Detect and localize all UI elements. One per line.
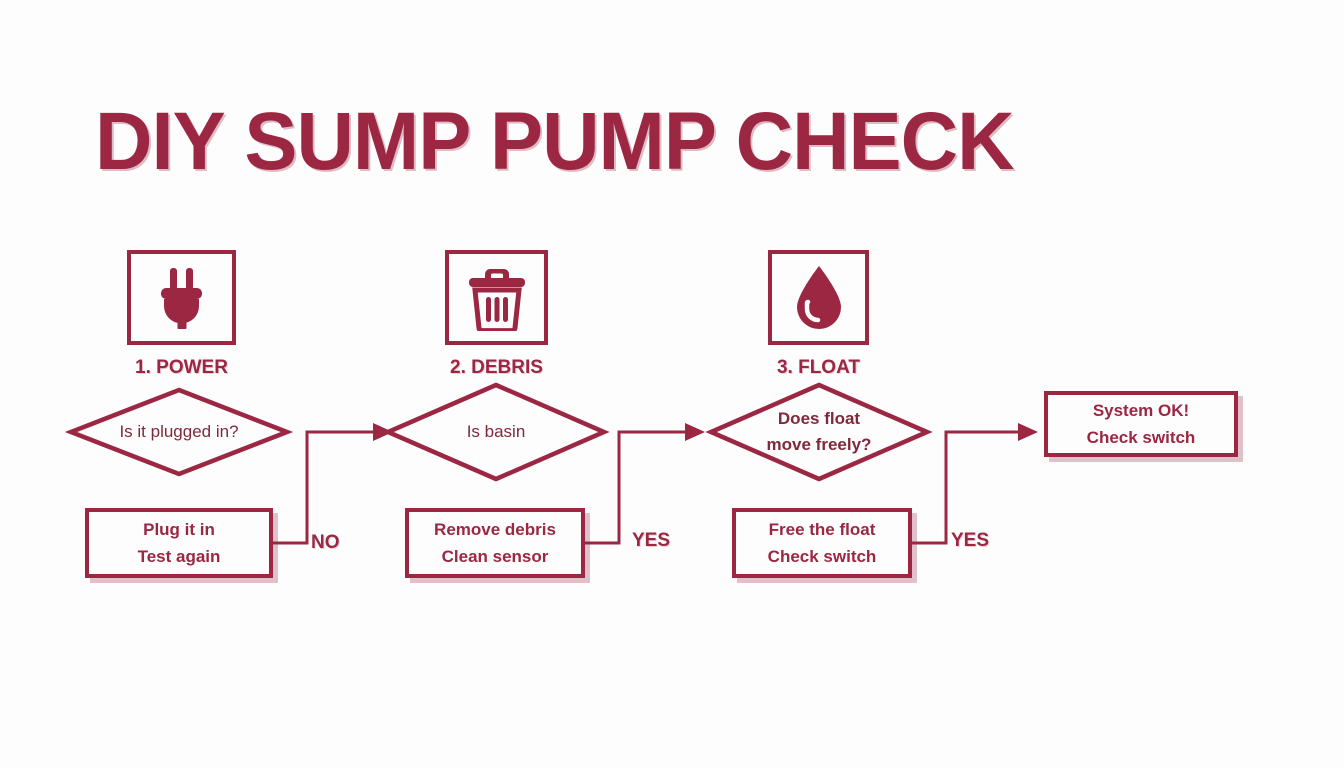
action-line: Clean sensor (441, 547, 549, 566)
step-label-debris: 2. DEBRIS (450, 357, 543, 378)
action-line: Test again (137, 547, 221, 566)
outcome-line: Check switch (1086, 428, 1196, 447)
float-icon-box (768, 250, 869, 345)
power-plug-icon (160, 267, 202, 329)
debris-icon-box (445, 250, 548, 345)
branch-label-yes-3: YES (951, 530, 990, 551)
decision-float-moves[interactable]: Does float move freely? (705, 382, 933, 482)
diamond-shape (64, 387, 294, 477)
water-droplet-icon (796, 265, 841, 329)
decision-plugged-in[interactable]: Is it plugged in? (64, 387, 294, 477)
decision-basin[interactable]: Is basin (382, 382, 610, 482)
connector-yes-branch-3 (912, 423, 1038, 545)
outcome-system-ok[interactable]: System OK! Check switch (1044, 391, 1238, 457)
diamond-shape (705, 382, 933, 482)
action-line: Plug it in (143, 519, 215, 539)
step-label-float: 3. FLOAT (776, 357, 861, 378)
trash-can-icon (468, 268, 525, 331)
branch-label-no-1: NO (311, 532, 340, 553)
diamond-shape (382, 382, 610, 482)
branch-label-yes-2: YES (632, 530, 671, 551)
power-icon-box (127, 250, 236, 345)
action-line: Check switch (767, 547, 877, 566)
action-line: Remove debris (434, 519, 556, 539)
action-line: Free the float (768, 519, 876, 539)
action-remove-debris[interactable]: Remove debris Clean sensor (405, 508, 585, 578)
outcome-line: System OK! (1092, 400, 1190, 420)
connector-no-branch-1 (273, 423, 393, 545)
page-title: DIY SUMP PUMP CHECK (95, 96, 1015, 187)
action-free-the-float[interactable]: Free the float Check switch (732, 508, 912, 578)
step-label-power: 1. POWER (135, 357, 228, 378)
action-plug-it-in[interactable]: Plug it in Test again (85, 508, 273, 578)
connector-yes-branch-2 (585, 423, 705, 545)
